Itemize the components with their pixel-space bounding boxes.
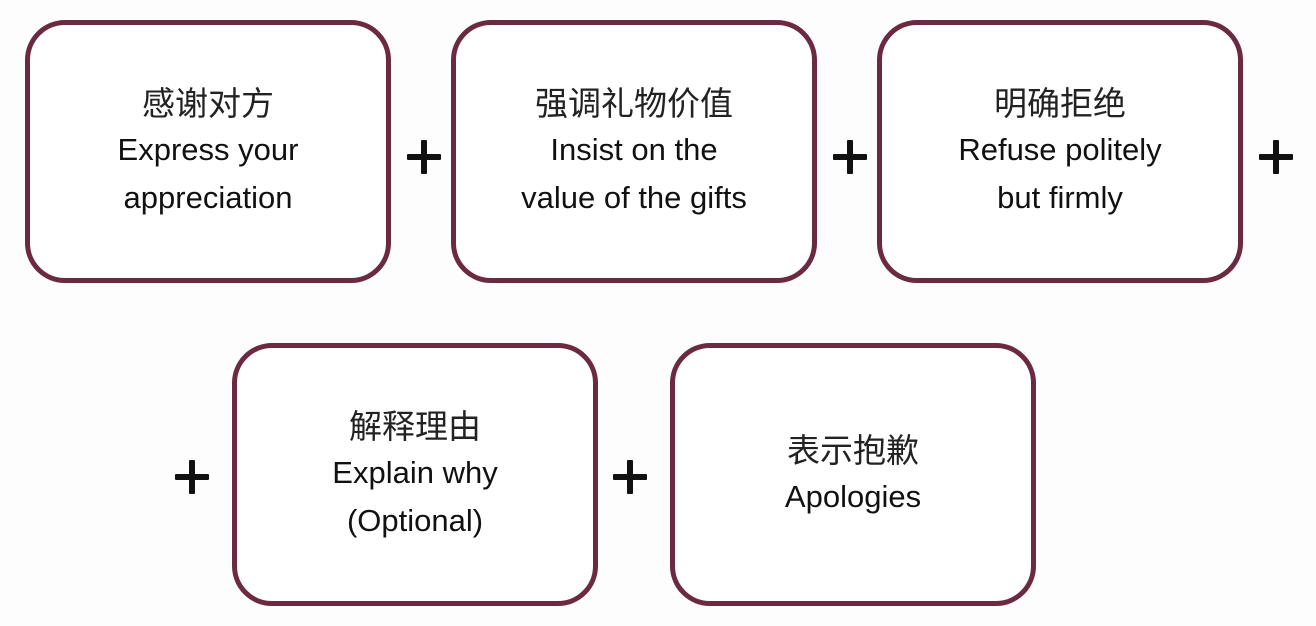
step-box-refuse-firmly: 明确拒绝 Refuse politely but firmly xyxy=(877,20,1243,283)
step-box-insist-value: 强调礼物价值 Insist on the value of the gifts xyxy=(451,20,817,283)
step-label-en: Apologies xyxy=(784,478,922,514)
step-title-zh: 强调礼物价值 xyxy=(535,83,733,123)
plus-icon xyxy=(1259,140,1293,174)
step-title-zh: 表示抱歉 xyxy=(787,430,919,470)
plus-icon xyxy=(407,140,441,174)
plus-icon xyxy=(175,460,209,494)
step-label-en: Express your xyxy=(117,131,299,167)
step-label-en: appreciation xyxy=(123,179,293,215)
plus-icon xyxy=(613,460,647,494)
step-label-en: but firmly xyxy=(997,179,1123,215)
step-label-en: Insist on the xyxy=(550,131,718,167)
step-label-en: Explain why xyxy=(332,454,498,490)
step-label-en: value of the gifts xyxy=(521,179,747,215)
step-title-zh: 明确拒绝 xyxy=(994,83,1126,123)
step-title-zh: 解释理由 xyxy=(349,406,481,446)
step-label-en: (Optional) xyxy=(346,502,484,538)
step-label-en: Refuse politely xyxy=(958,131,1162,167)
step-box-apologies: 表示抱歉 Apologies xyxy=(670,343,1036,606)
plus-icon xyxy=(833,140,867,174)
step-box-express-appreciation: 感谢对方 Express your appreciation xyxy=(25,20,391,283)
step-box-explain-why: 解释理由 Explain why (Optional) xyxy=(232,343,598,606)
step-title-zh: 感谢对方 xyxy=(142,83,274,123)
